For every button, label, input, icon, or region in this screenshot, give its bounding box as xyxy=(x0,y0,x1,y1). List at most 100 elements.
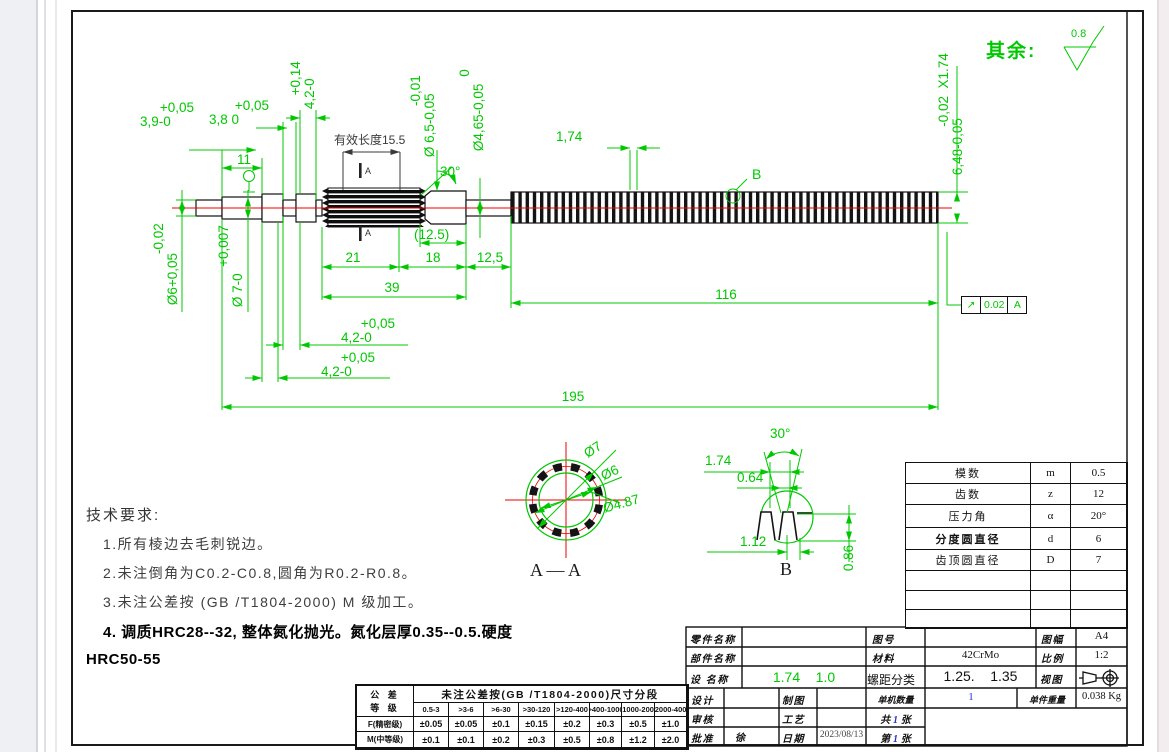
row-label: M(中等级) xyxy=(357,732,414,748)
dim-21: 21 xyxy=(345,250,361,265)
section-aa-view xyxy=(505,442,627,558)
tech-req-item: 3.未注公差按 (GB /T1804-2000) M 级加工。 xyxy=(103,594,424,610)
param-name: 齿数 xyxy=(906,484,1031,505)
range-header: >3-6 xyxy=(449,703,484,717)
param-name xyxy=(906,591,1031,610)
sheet-size-label: 图幅 xyxy=(1041,635,1064,646)
section-cut-mark xyxy=(359,226,362,241)
tech-req-item: 4. 调质HRC28--32, 整体氮化抛光。氮化层厚0.35--0.5.硬度 xyxy=(103,624,513,641)
effective-length-lines xyxy=(342,149,401,190)
pitch-class-label: 螺距分类 xyxy=(867,673,916,687)
param-value: 7 xyxy=(1071,550,1127,571)
tolerance-table-corner: 公 差等 级 xyxy=(357,686,414,717)
param-value xyxy=(1071,610,1127,628)
param-value: 20° xyxy=(1071,505,1127,528)
range-header: >400-1000 xyxy=(590,703,622,717)
section-mark-a-label: A xyxy=(365,166,372,176)
tol-value: ±2.0 xyxy=(655,732,687,748)
tech-req-title: 技术要求: xyxy=(86,507,161,524)
param-name: 分度圆直径 xyxy=(906,528,1031,550)
approve-label: 批准 xyxy=(691,734,714,745)
dim-12-5: 12,5 xyxy=(476,250,504,265)
dim-12-5-ref: (12.5) xyxy=(414,227,450,242)
dim-pitch-1-74: 1,74 xyxy=(556,129,583,144)
page-edge-line xyxy=(55,0,57,752)
surface-roughness-value: 0.8 xyxy=(1071,28,1087,40)
view-label: 视图 xyxy=(1040,675,1063,686)
tol-value: ±0.1 xyxy=(484,717,519,732)
range-header: >30-120 xyxy=(519,703,555,717)
qty-value: 1 xyxy=(968,691,974,703)
tol-value: ±0.8 xyxy=(590,732,622,748)
param-name: 齿顶圆直径 xyxy=(906,550,1031,571)
runout-value: 0.02 xyxy=(981,297,1009,313)
part-name-label: 零件名称 xyxy=(690,635,736,646)
process-label: 工艺 xyxy=(782,715,805,726)
tol-value: ±0.5 xyxy=(622,717,655,732)
param-symbol: α xyxy=(1031,505,1071,528)
section-mark-a-label: A xyxy=(365,228,372,238)
tech-req-item: 2.未注倒角为C0.2-C0.8,圆角为R0.2-R0.8。 xyxy=(103,565,418,581)
param-name xyxy=(906,610,1031,628)
draft-label: 制图 xyxy=(782,696,805,707)
tech-req-item: HRC50-55 xyxy=(86,651,161,668)
dim-195: 195 xyxy=(561,389,585,404)
date-label: 日期 xyxy=(782,734,805,745)
viewer-left-panel xyxy=(0,0,38,752)
qty-label: 单机数量 xyxy=(877,695,914,705)
date-value: 2023/08/13 xyxy=(819,730,864,740)
tol-value: ±0.05 xyxy=(449,717,484,732)
projection-symbol-icon xyxy=(1079,669,1119,687)
param-name: 模数 xyxy=(906,463,1031,484)
check-label: 审核 xyxy=(691,715,714,726)
section-aa-title: A — A xyxy=(530,560,582,580)
dimension-lines xyxy=(176,25,1105,410)
range-header: 0.5-3 xyxy=(414,703,449,717)
drawing-no-label: 图号 xyxy=(872,635,895,646)
b-depth: 0.86 xyxy=(840,544,856,572)
device-name-label: 设 名称 xyxy=(690,675,729,686)
tech-req-item: 1.所有棱边去毛刺锐边。 xyxy=(103,536,273,552)
param-symbol xyxy=(1031,571,1071,591)
sheet-page: 第 1 张 xyxy=(880,734,911,745)
scale-value: 1:2 xyxy=(1094,649,1109,661)
scale-label: 比例 xyxy=(1041,654,1064,665)
tol-value: ±1.2 xyxy=(622,732,655,748)
param-name: 压力角 xyxy=(906,505,1031,528)
b-angle: 30° xyxy=(770,426,791,441)
param-symbol xyxy=(1031,610,1071,628)
range-header: >2000-4000 xyxy=(655,703,687,717)
viewer-right-strip xyxy=(1157,0,1169,752)
dim-11: 11 xyxy=(236,152,251,167)
page-edge-line xyxy=(44,0,46,752)
param-value: 6 xyxy=(1071,528,1127,550)
device-name-value: 1.74 1.0 xyxy=(772,669,836,685)
runout-datum: A xyxy=(1013,299,1021,311)
surface-note-label: 其余: xyxy=(986,41,1037,62)
tol-value: ±0.3 xyxy=(519,732,555,748)
tol-value: ±0.2 xyxy=(555,717,590,732)
sheet-total: 共 1 张 xyxy=(880,715,911,726)
approve-signature: 徐 xyxy=(735,733,747,744)
row-label: F(精密级) xyxy=(357,717,414,732)
dim-116: 116 xyxy=(715,287,737,302)
detail-b-view xyxy=(704,448,856,562)
tol-value: ±0.1 xyxy=(449,732,484,748)
tolerance-table-title: 未注公差按(GB /T1804-2000)尺寸分段 xyxy=(414,686,687,703)
detail-b-ref-label: B xyxy=(752,166,762,182)
range-header: >6-30 xyxy=(484,703,519,717)
b-root-width: 1.12 xyxy=(740,534,767,549)
param-value: 0.5 xyxy=(1071,463,1127,484)
tol-value: ±0.5 xyxy=(555,732,590,748)
